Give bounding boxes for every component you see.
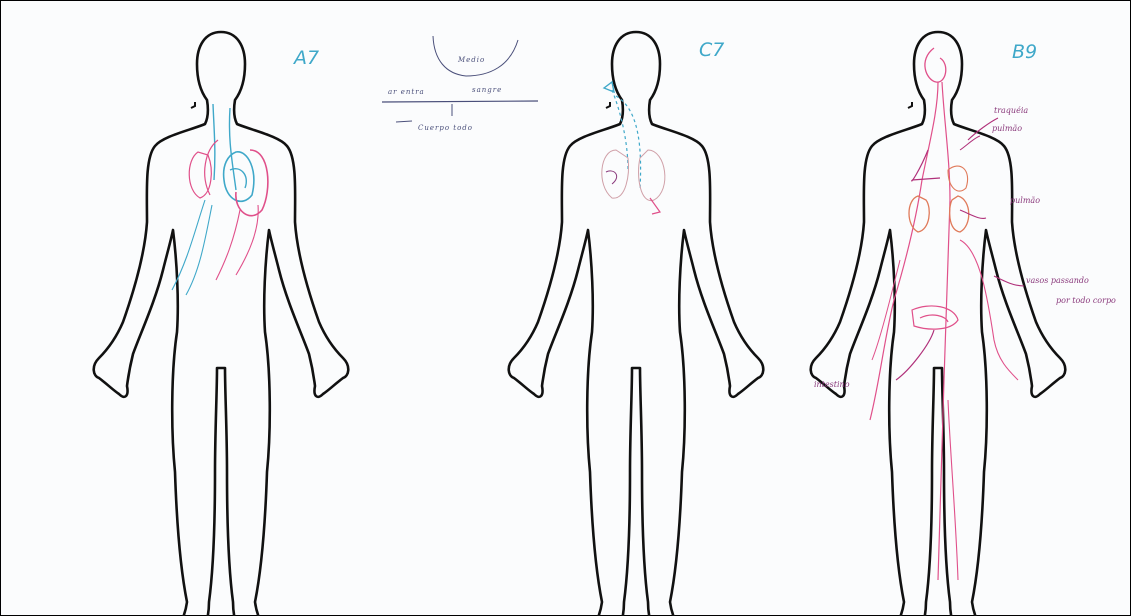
figure-code-b9: B9 — [1012, 41, 1037, 63]
body-figure-b9 — [811, 32, 1066, 616]
b9-annotation-pulmao-1: pulmão — [992, 124, 1022, 133]
b9-annotation-pulmao-2: pulmão — [1010, 196, 1040, 205]
note-bottom-word: Cuerpo todo — [418, 124, 473, 132]
body-figure-c7 — [509, 32, 764, 616]
note-top-word: Medio — [458, 56, 485, 64]
b9-annotation-vasos: vasos passando — [1026, 276, 1089, 285]
a7-drawing — [172, 104, 268, 295]
figure-code-a7: A7 — [292, 47, 319, 69]
c7-drawing — [602, 82, 665, 214]
body-figure-a7 — [94, 32, 349, 616]
b9-annotation-intestino: intestino — [814, 380, 850, 389]
note-left-word: ar entra — [388, 88, 425, 96]
note-right-word: sangre — [472, 86, 502, 94]
figure-code-c7: C7 — [699, 39, 724, 61]
b9-annotation-todo-corpo: por todo corpo — [1056, 296, 1116, 305]
b9-annotation-traqueia: traquéia — [994, 106, 1028, 115]
top-note — [382, 36, 538, 122]
